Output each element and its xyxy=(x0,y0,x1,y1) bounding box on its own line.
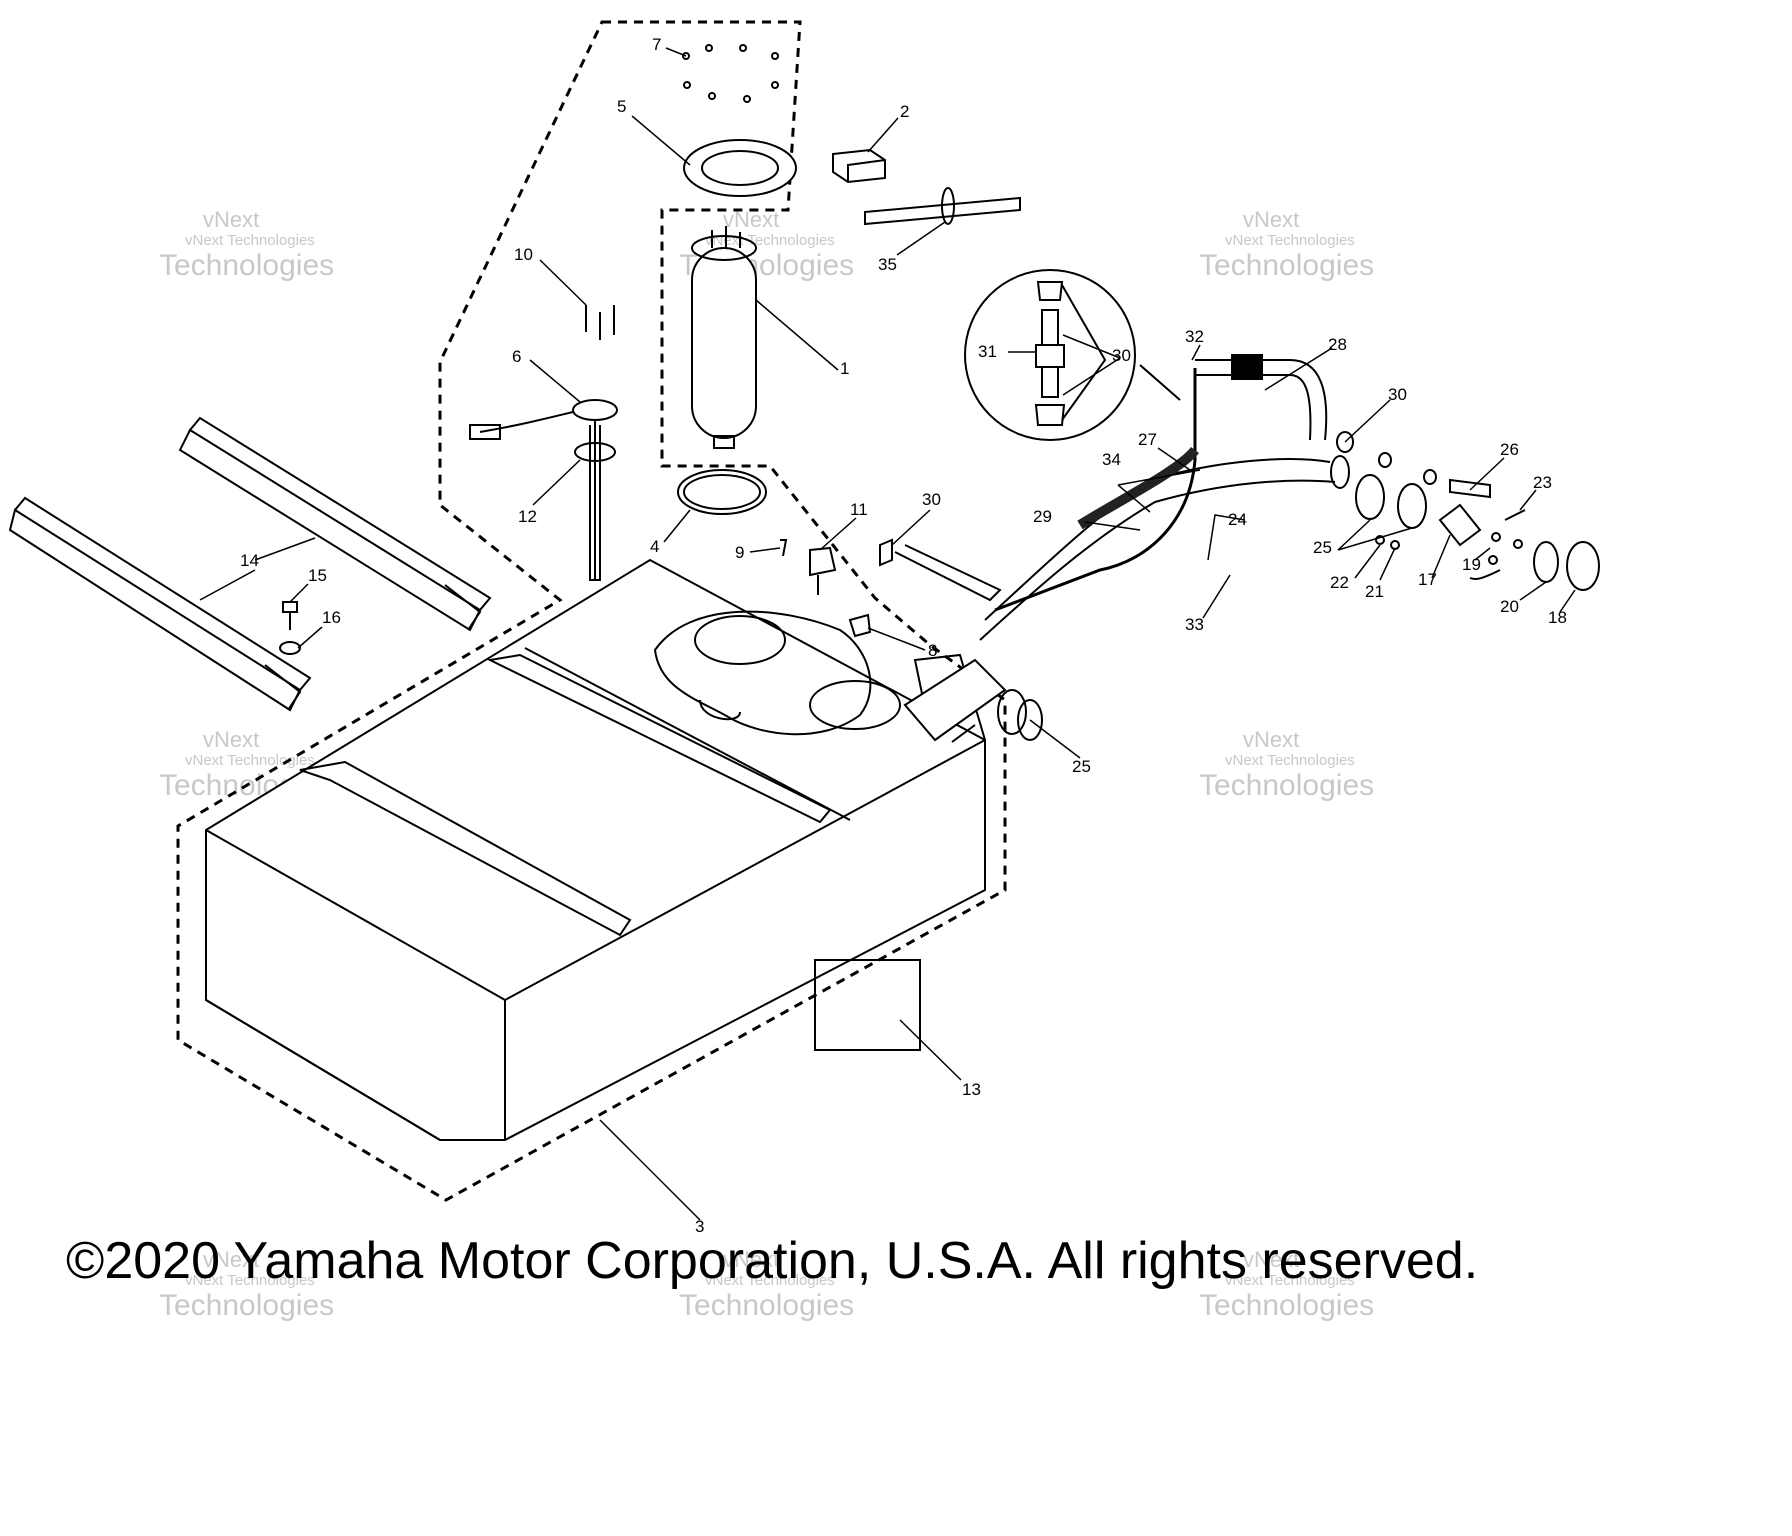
svg-text:vNext: vNext xyxy=(203,1247,259,1272)
bolt-15 xyxy=(282,601,298,630)
callout-labels: 7 5 2 35 1 10 6 12 4 11 30 9 8 14 15 16 … xyxy=(240,35,1567,1236)
label-26: 26 xyxy=(1500,440,1519,459)
svg-text:vNext: vNext xyxy=(1243,1247,1299,1272)
svg-text:vNext Technologies: vNext Technologies xyxy=(1225,232,1355,249)
label-15: 15 xyxy=(308,566,327,585)
label-2: 2 xyxy=(900,102,909,121)
label-13: 13 xyxy=(962,1080,981,1099)
detail-callout-circle xyxy=(964,269,1136,441)
svg-text:Technologies: Technologies xyxy=(1199,249,1374,282)
detail-arrow xyxy=(1139,364,1181,401)
watermark: vNext vNext Technologies Technologies xyxy=(1199,1247,1374,1322)
label-4: 4 xyxy=(650,537,659,556)
label-33: 33 xyxy=(1185,615,1204,634)
label-23: 23 xyxy=(1533,473,1552,492)
svg-text:vNext: vNext xyxy=(1243,727,1299,752)
svg-text:Technologies: Technologies xyxy=(159,1289,334,1322)
svg-text:vNext Technologies: vNext Technologies xyxy=(1225,1272,1355,1289)
filler-cap-parts xyxy=(1336,431,1600,591)
label-25b: 25 xyxy=(1072,757,1091,776)
hose-35 xyxy=(864,187,1021,226)
sensor-11 xyxy=(809,546,837,595)
label-13-sticker xyxy=(814,959,921,1051)
svg-text:vNext: vNext xyxy=(1243,207,1299,232)
frame-rail xyxy=(178,416,492,632)
watermark: vNext vNext Technologies Technologies xyxy=(1199,207,1374,282)
svg-text:vNext: vNext xyxy=(203,207,259,232)
label-22: 22 xyxy=(1330,573,1349,592)
label-12: 12 xyxy=(518,507,537,526)
label-9: 9 xyxy=(735,543,744,562)
watermark: vNext vNext Technologies Technologies xyxy=(679,1247,854,1322)
clamp-8 xyxy=(848,613,872,638)
retainer-ring-5 xyxy=(683,139,797,197)
svg-text:vNext Technologies: vNext Technologies xyxy=(185,752,315,769)
label-34: 34 xyxy=(1102,450,1121,469)
watermark: vNext vNext Technologies Technologies xyxy=(1199,727,1374,802)
label-10: 10 xyxy=(514,245,533,264)
label-1: 1 xyxy=(840,359,849,378)
label-28: 28 xyxy=(1328,335,1347,354)
fuel-tank xyxy=(205,558,986,1141)
label-14: 14 xyxy=(240,551,259,570)
svg-text:Technologies: Technologies xyxy=(159,249,334,282)
label-24: 24 xyxy=(1228,510,1247,529)
label-29: 29 xyxy=(1033,507,1052,526)
hose-28 xyxy=(1195,354,1328,441)
bolts-7 xyxy=(682,44,779,103)
label-25a: 25 xyxy=(1313,538,1332,557)
label-30a: 30 xyxy=(922,490,941,509)
svg-text:Technologies: Technologies xyxy=(1199,769,1374,802)
svg-text:vNext Technologies: vNext Technologies xyxy=(705,232,835,249)
svg-text:vNext Technologies: vNext Technologies xyxy=(185,232,315,249)
label-20: 20 xyxy=(1500,597,1519,616)
label-27: 27 xyxy=(1138,430,1157,449)
tank-filler-neck xyxy=(903,658,1043,742)
assembly-boundary xyxy=(176,20,1007,1202)
label-21: 21 xyxy=(1365,582,1384,601)
label-7: 7 xyxy=(652,35,661,54)
label-16: 16 xyxy=(322,608,341,627)
label-18: 18 xyxy=(1548,608,1567,627)
fuel-pump xyxy=(691,226,757,449)
washer-16 xyxy=(279,641,301,655)
label-31: 31 xyxy=(978,342,997,361)
label-8: 8 xyxy=(928,641,937,660)
hose-clamp-30 xyxy=(879,538,893,567)
label-5: 5 xyxy=(617,97,626,116)
label-3: 3 xyxy=(695,1217,704,1236)
svg-text:vNext: vNext xyxy=(723,1247,779,1272)
svg-text:vNext Technologies: vNext Technologies xyxy=(185,1272,315,1289)
svg-text:Technologies: Technologies xyxy=(1199,1289,1374,1322)
label-32: 32 xyxy=(1185,327,1204,346)
fuel-level-sender xyxy=(469,399,618,581)
filler-neck-17 xyxy=(1438,503,1482,547)
label-19: 19 xyxy=(1462,555,1481,574)
screw-9 xyxy=(780,539,788,557)
leader-lines xyxy=(199,47,1576,1221)
label-6: 6 xyxy=(512,347,521,366)
screws-10 xyxy=(585,305,615,340)
svg-text:Technologies: Technologies xyxy=(679,1289,854,1322)
frame-rail xyxy=(8,496,312,712)
clip-2 xyxy=(832,148,886,184)
label-11: 11 xyxy=(850,500,868,519)
gasket-4 xyxy=(677,469,767,515)
copyright-notice: ©2020 Yamaha Motor Corporation, U.S.A. A… xyxy=(66,1232,1479,1290)
svg-text:vNext Technologies: vNext Technologies xyxy=(1225,752,1355,769)
watermark: vNext vNext Technologies Technologies xyxy=(159,207,334,282)
svg-text:vNext Technologies: vNext Technologies xyxy=(705,1272,835,1289)
label-30c: 30 xyxy=(1388,385,1407,404)
watermark: vNext vNext Technologies Technologies xyxy=(159,1247,334,1322)
label-35: 35 xyxy=(878,255,897,274)
svg-text:vNext: vNext xyxy=(203,727,259,752)
label-30b: 30 xyxy=(1112,346,1131,365)
label-17: 17 xyxy=(1418,570,1437,589)
filler-pipe-24 xyxy=(979,455,1350,641)
breather-hose xyxy=(894,544,1002,602)
